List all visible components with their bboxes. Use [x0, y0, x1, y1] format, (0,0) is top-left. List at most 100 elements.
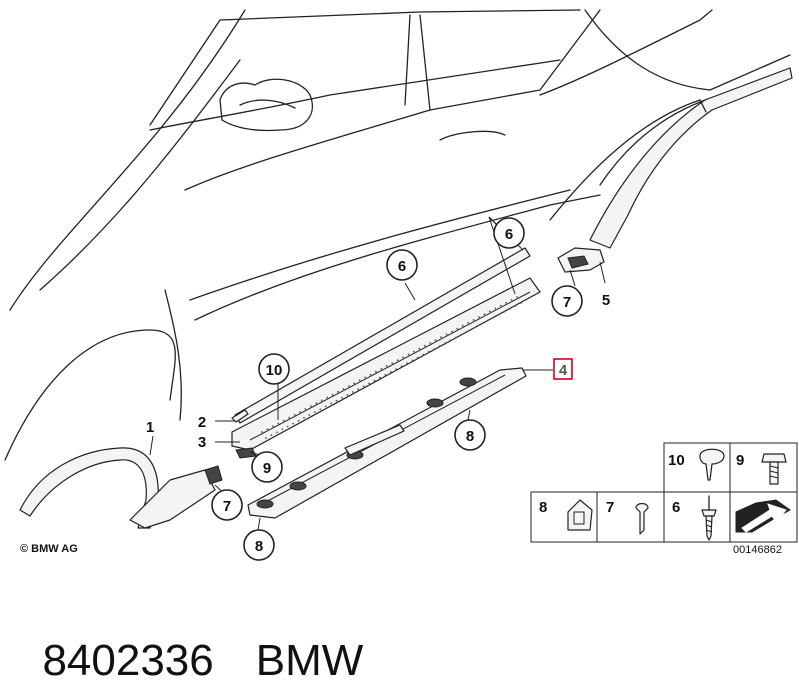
- callout-7-front: 7: [211, 489, 243, 521]
- sill-trim: [247, 367, 527, 519]
- car-body-outline: [4, 9, 791, 461]
- perforation-dot: [400, 365, 403, 368]
- legend-cell-10: 10: [668, 448, 725, 481]
- perforation-dot: [385, 365, 388, 367]
- perforation-dot: [396, 359, 399, 362]
- svg-text:1: 1: [146, 419, 154, 436]
- perforation-dot: [379, 376, 381, 379]
- svg-text:4: 4: [559, 362, 568, 379]
- copyright-text: © BMW AG: [20, 543, 78, 555]
- perforation-dot: [331, 393, 334, 396]
- callout-1: 1: [146, 419, 154, 436]
- perforation-dot: [429, 342, 432, 344]
- perforation-dot: [266, 428, 269, 430]
- callout-9: 9: [251, 451, 283, 483]
- part-number: 8402336: [42, 636, 214, 685]
- perforation-dot: [510, 299, 513, 301]
- perforation-dot: [407, 353, 410, 356]
- perforation-dot: [288, 416, 290, 419]
- perforation-dot: [364, 376, 366, 379]
- svg-text:6: 6: [398, 258, 406, 275]
- perforation-dot: [505, 301, 507, 304]
- perforation-dot: [315, 402, 318, 405]
- perforation-dot: [299, 411, 301, 413]
- perforation-dot: [423, 344, 426, 347]
- perforation-dot: [395, 368, 398, 370]
- perforation-dot: [362, 385, 365, 388]
- perforation-dot: [369, 373, 372, 376]
- perforation-dot: [516, 296, 518, 298]
- perforation-dot: [438, 345, 441, 347]
- perforation-dot: [320, 399, 323, 402]
- svg-text:6: 6: [672, 499, 680, 516]
- perforation-dot: [427, 350, 430, 353]
- perforation-dot: [330, 402, 332, 405]
- svg-text:3: 3: [198, 434, 206, 451]
- callout-8-right: 8: [454, 419, 486, 451]
- perforation-dot: [482, 322, 484, 324]
- svg-text:2: 2: [198, 414, 206, 431]
- perforation-dot: [476, 325, 479, 327]
- perforation-dot: [292, 422, 294, 425]
- callout-8-bottom: 8: [243, 529, 275, 561]
- perforation-dot: [265, 437, 267, 439]
- svg-text:5: 5: [602, 292, 610, 309]
- perforation-dot: [455, 336, 457, 339]
- perforation-dot: [460, 333, 463, 336]
- perforation-dot: [494, 307, 497, 310]
- svg-text:9: 9: [736, 452, 744, 469]
- perforation-dot: [498, 313, 501, 316]
- perforation-dot: [422, 353, 425, 356]
- perforation-dot: [281, 428, 284, 431]
- perforation-dot: [293, 413, 296, 416]
- svg-text:10: 10: [266, 362, 283, 379]
- perforation-dot: [375, 370, 377, 373]
- perforation-dot: [341, 396, 343, 399]
- perforation-dot: [324, 405, 327, 408]
- perforation-dot: [433, 348, 436, 350]
- perforation-dot: [444, 342, 446, 345]
- perforation-dot: [272, 425, 274, 428]
- perforation-dot: [478, 316, 480, 318]
- perforation-dot: [391, 362, 394, 364]
- callout-7-rear: 7: [551, 285, 583, 317]
- legend-cell-6: 6: [672, 495, 717, 541]
- perforation-dot: [373, 379, 376, 382]
- perforation-dot: [261, 431, 263, 433]
- svg-text:7: 7: [563, 294, 571, 311]
- perforation-dot: [357, 388, 360, 391]
- perforation-dot: [417, 356, 419, 359]
- perforation-dot: [406, 362, 408, 365]
- perforation-dot: [489, 310, 491, 313]
- callout-4-highlighted[interactable]: 4: [553, 358, 573, 380]
- fastener-legend: 10 9 8 7 6: [530, 442, 798, 543]
- perforation-dot: [418, 347, 421, 350]
- perforation-dot: [303, 417, 305, 419]
- callout-3: 3: [198, 434, 206, 451]
- svg-text:8: 8: [466, 428, 474, 445]
- sill-clip-slots: [256, 377, 477, 509]
- perforation-dot: [304, 408, 307, 410]
- perforation-dot: [368, 382, 370, 385]
- perforation-dot: [308, 414, 311, 416]
- perforation-dot: [335, 399, 338, 402]
- perforation-dot: [499, 304, 502, 307]
- svg-text:7: 7: [223, 498, 231, 515]
- perforation-dot: [467, 322, 470, 324]
- front-wheel-arch-trim: [19, 447, 223, 529]
- perforation-dot: [503, 310, 506, 313]
- image-number: 00146862: [733, 544, 782, 556]
- callout-6-top: 6: [493, 217, 525, 249]
- legend-cell-9: 9: [736, 452, 787, 485]
- perforation-dot: [358, 379, 361, 382]
- callout-5: 5: [602, 292, 610, 309]
- perforation-dot: [465, 330, 468, 333]
- perforation-dot: [326, 396, 328, 399]
- perforation-dot: [380, 367, 383, 370]
- svg-text:7: 7: [606, 499, 614, 516]
- perforation-dot: [337, 390, 339, 393]
- svg-text:8: 8: [255, 538, 263, 555]
- perforation-dot: [449, 339, 452, 342]
- perforation-dot: [434, 339, 437, 341]
- perforation-dot: [483, 313, 486, 316]
